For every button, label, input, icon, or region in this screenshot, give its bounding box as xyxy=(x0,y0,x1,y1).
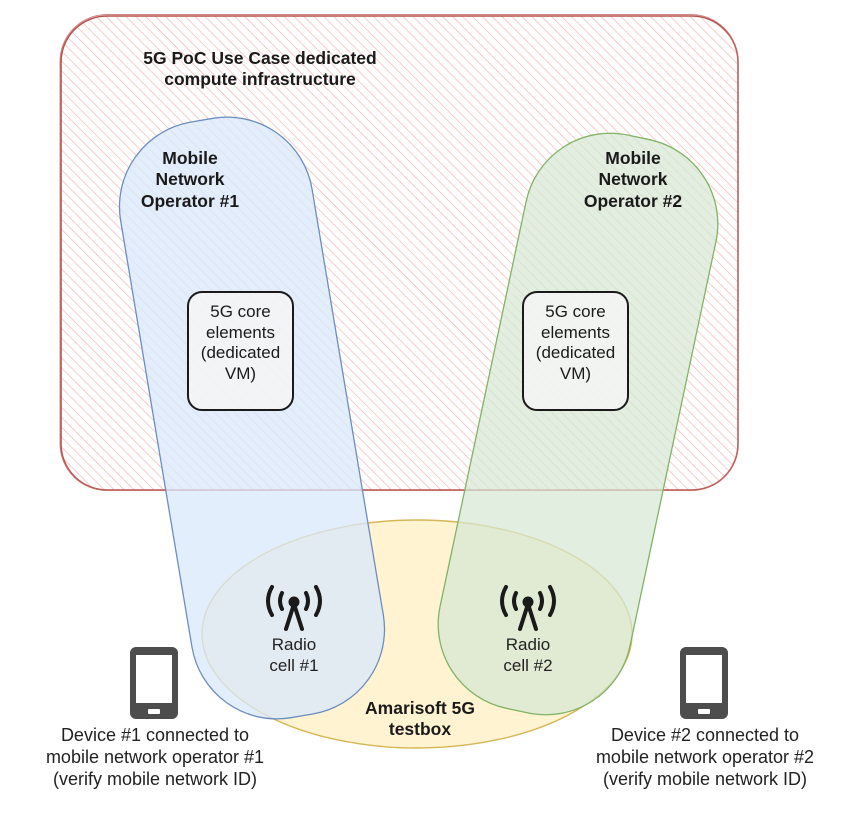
core-box-1 xyxy=(187,291,294,411)
operator-1-label: Mobile Network Operator #1 xyxy=(140,148,240,211)
infrastructure-title: 5G PoC Use Case dedicated compute infras… xyxy=(143,48,377,90)
core-box-2 xyxy=(522,291,629,411)
core-elements-2-label: 5G core elements (dedicated VM) xyxy=(535,302,616,384)
smartphone-icon xyxy=(680,647,728,719)
smartphone-icon xyxy=(130,647,178,719)
operator-2-capsule xyxy=(437,132,719,716)
operator-2-label: Mobile Network Operator #2 xyxy=(583,148,683,211)
device-1-label: Device #1 connected to mobile network op… xyxy=(45,725,265,789)
testbox-label: Amarisoft 5G testbox xyxy=(365,698,475,740)
operator-1-capsule xyxy=(118,116,386,720)
core-elements-1-label: 5G core elements (dedicated VM) xyxy=(200,302,281,384)
device-2-label: Device #2 connected to mobile network op… xyxy=(595,725,815,789)
radio-cell-1-label: Radio cell #1 xyxy=(269,635,319,675)
antenna-icon xyxy=(500,585,556,631)
radio-cell-2-label: Radio cell #2 xyxy=(503,635,553,675)
antenna-icon xyxy=(266,585,322,631)
